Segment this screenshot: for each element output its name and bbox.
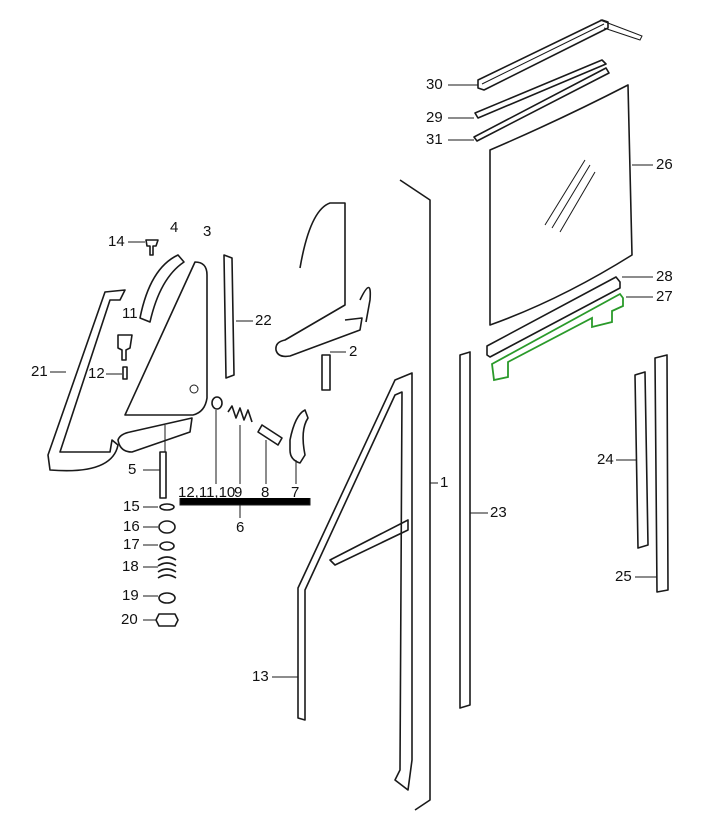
- callout-14[interactable]: 14: [108, 233, 125, 250]
- part-23-channel[interactable]: [459, 351, 471, 709]
- callout-27[interactable]: 27: [656, 288, 673, 305]
- callout-15[interactable]: 15: [123, 498, 140, 515]
- callout-24[interactable]: 24: [597, 451, 614, 468]
- callout-6[interactable]: 6: [236, 519, 245, 536]
- part-5-shaft[interactable]: [159, 451, 167, 499]
- callout-2[interactable]: 2: [349, 343, 358, 360]
- callout-31[interactable]: 31: [426, 131, 443, 148]
- callout-12-11-10[interactable]: 12,11,10: [178, 484, 236, 501]
- callout-22[interactable]: 22: [255, 312, 272, 329]
- callout-12[interactable]: 12: [88, 365, 105, 382]
- part-26-glass[interactable]: [489, 84, 633, 326]
- callout-4[interactable]: 4: [170, 219, 179, 236]
- part-9-spring[interactable]: [227, 405, 253, 423]
- callout-13[interactable]: 13: [252, 668, 269, 685]
- callout-19[interactable]: 19: [122, 587, 139, 604]
- part-14-screw[interactable]: [145, 239, 159, 256]
- callout-9[interactable]: 9: [234, 484, 243, 501]
- callout-5[interactable]: 5: [128, 461, 137, 478]
- part-31-strip[interactable]: [473, 67, 610, 142]
- part-29-strip[interactable]: [474, 59, 607, 119]
- part-16-bush[interactable]: [158, 520, 176, 534]
- part-19-washer[interactable]: [158, 592, 176, 604]
- callout-11[interactable]: 11: [122, 305, 138, 322]
- part-13-frame[interactable]: [297, 372, 413, 791]
- callout-26[interactable]: 26: [656, 156, 673, 173]
- callout-25[interactable]: 25: [615, 568, 632, 585]
- callout-20[interactable]: 20: [121, 611, 138, 628]
- callout-1[interactable]: 1: [440, 474, 449, 491]
- part-11-pin[interactable]: [117, 334, 133, 361]
- part-8-pin[interactable]: [257, 424, 283, 446]
- callout-3[interactable]: 3: [203, 223, 212, 240]
- part-12-pin[interactable]: [122, 366, 128, 380]
- callout-18[interactable]: 18: [122, 558, 139, 575]
- part-18-spring[interactable]: [157, 556, 177, 579]
- callout-17[interactable]: 17: [123, 536, 140, 553]
- part-24-channel[interactable]: [634, 371, 649, 549]
- part-25-channel[interactable]: [654, 354, 669, 593]
- part-7-handle[interactable]: [289, 409, 309, 464]
- part-21-seal[interactable]: [47, 289, 126, 472]
- callout-7[interactable]: 7: [291, 484, 300, 501]
- part-30-rail[interactable]: [477, 19, 643, 91]
- part-1-door[interactable]: [399, 179, 431, 811]
- callout-16[interactable]: 16: [123, 518, 140, 535]
- frame-crossbar: [329, 519, 409, 566]
- callout-30[interactable]: 30: [426, 76, 443, 93]
- callout-8[interactable]: 8: [261, 484, 270, 501]
- part-2-vent-assembly[interactable]: [275, 202, 372, 391]
- callout-29[interactable]: 29: [426, 109, 443, 126]
- part-4-frame-seal[interactable]: [139, 254, 185, 323]
- part-3-vent-glass[interactable]: [117, 261, 208, 453]
- leader-lines: [50, 84, 657, 678]
- callout-23[interactable]: 23: [490, 504, 507, 521]
- callout-28[interactable]: 28: [656, 268, 673, 285]
- part-27-selected[interactable]: [491, 292, 624, 382]
- part-22-strip[interactable]: [223, 254, 235, 379]
- part-15-washer[interactable]: [159, 503, 175, 511]
- part-28-channel[interactable]: [486, 276, 621, 358]
- part-20-nut[interactable]: [155, 613, 179, 627]
- bracket-6: [179, 498, 311, 518]
- callout-21[interactable]: 21: [31, 363, 48, 380]
- part-17-washer[interactable]: [159, 541, 175, 551]
- part-10-washer[interactable]: [211, 396, 223, 410]
